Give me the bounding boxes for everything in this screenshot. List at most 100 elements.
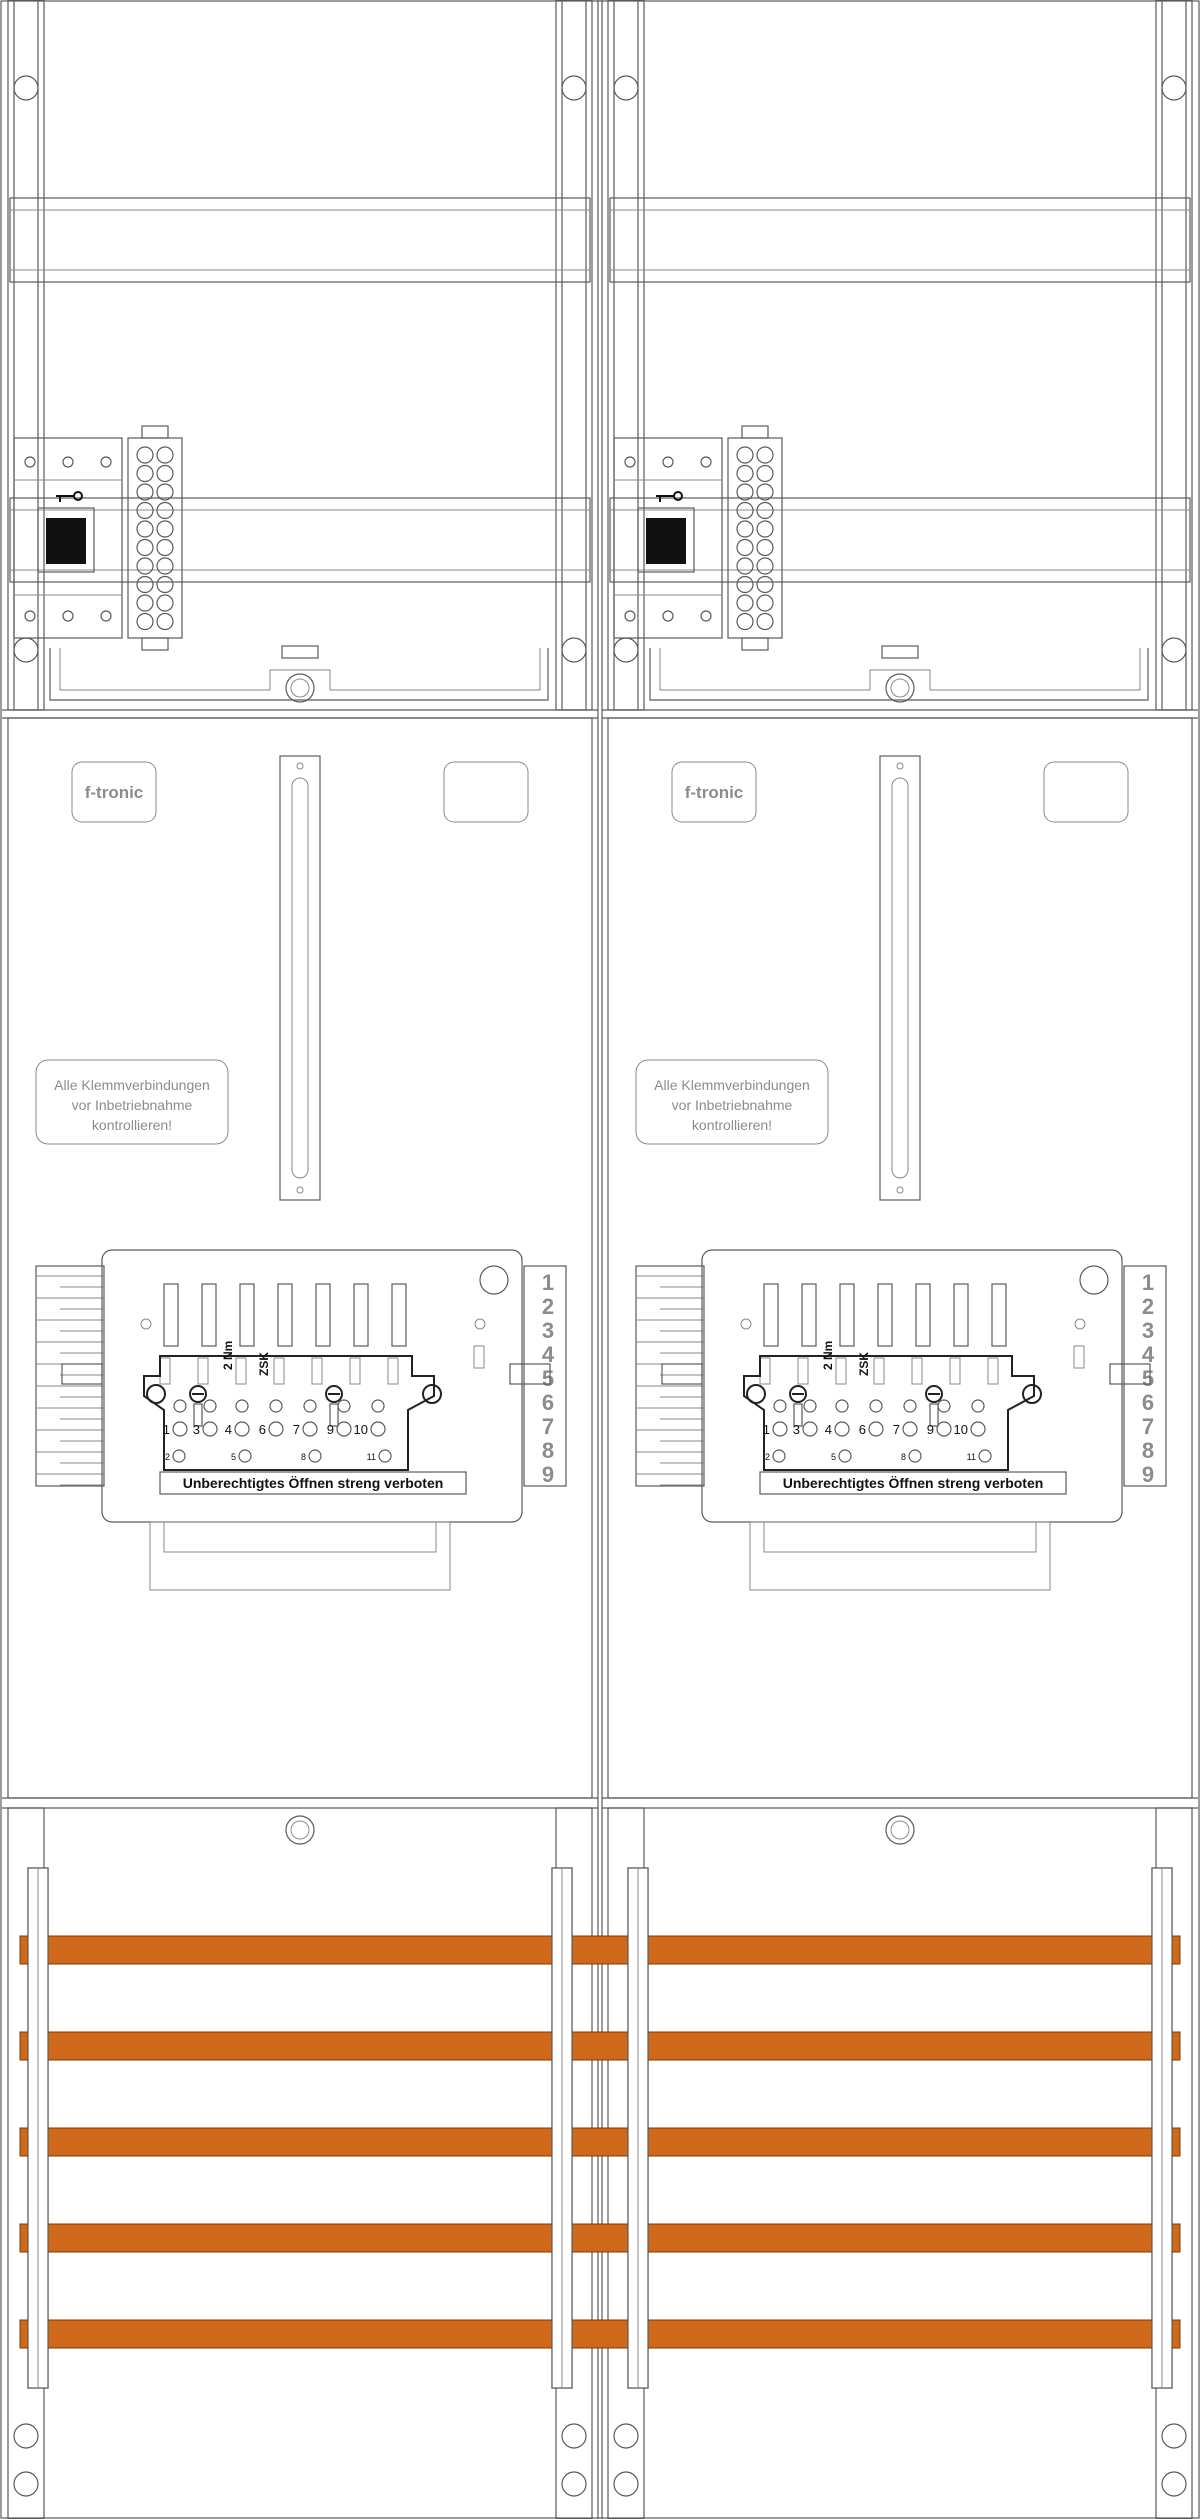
- terminal-hole: [756, 483, 774, 501]
- notice-line-2: vor Inbetriebnahme: [672, 1097, 793, 1113]
- terminal-hole: [756, 538, 774, 557]
- clamp-finger: [277, 1283, 293, 1347]
- terminal-hole: [303, 1399, 317, 1413]
- scale-num-5: 5: [1142, 1366, 1154, 1391]
- switch-handle: [46, 518, 86, 564]
- clamp-slot: [235, 1357, 247, 1385]
- terminal-number: 4: [825, 1422, 832, 1437]
- terminal-number-small: 5: [831, 1452, 836, 1462]
- busbars: [19, 1867, 1181, 2389]
- torque-label: 2 Nm: [221, 1341, 235, 1370]
- clamp-slot: [911, 1357, 923, 1385]
- notice-line-3: kontrollieren!: [92, 1117, 172, 1133]
- terminal-hole: [736, 557, 754, 575]
- terminal-hole: [736, 538, 754, 557]
- clamp-finger: [877, 1283, 893, 1347]
- scale-num-3: 3: [542, 1318, 554, 1343]
- label-window: [443, 761, 529, 823]
- terminal-hole: [802, 1421, 818, 1437]
- scale-num-4: 4: [1142, 1342, 1155, 1367]
- terminal-hole: [838, 1449, 852, 1463]
- terminal-number: 3: [793, 1422, 800, 1437]
- terminal-hole: [868, 1421, 884, 1437]
- terminal-hole: [736, 612, 754, 631]
- terminal-number: 6: [859, 1422, 866, 1437]
- terminal-hole: [156, 612, 174, 631]
- key-icon: [56, 491, 83, 502]
- scale-num-3: 3: [1142, 1318, 1154, 1343]
- terminal-hole: [756, 446, 774, 464]
- terminal-hole: [756, 501, 774, 520]
- scale-num-7: 7: [1142, 1414, 1154, 1439]
- scale-num-7: 7: [542, 1414, 554, 1439]
- terminal-number: 4: [225, 1422, 232, 1437]
- clamp-slot: [349, 1357, 361, 1385]
- scale-num-1: 1: [542, 1270, 554, 1295]
- brand-text: f-tronic: [685, 783, 744, 802]
- scale-num-8: 8: [542, 1438, 554, 1463]
- clamp-slot: [949, 1357, 961, 1385]
- screw-shaft: [193, 1403, 203, 1427]
- clamp-slot: [273, 1357, 285, 1385]
- clamp-slot: [987, 1357, 999, 1385]
- clamp-finger: [391, 1283, 407, 1347]
- terminal-hole: [156, 557, 174, 575]
- clamp-finger: [801, 1283, 817, 1347]
- terminal-hole: [908, 1449, 922, 1463]
- terminal-hole: [736, 446, 754, 464]
- terminal-hole: [902, 1421, 918, 1437]
- terminal-hole: [156, 464, 174, 483]
- clamp-finger: [201, 1283, 217, 1347]
- screw-icon: [789, 1385, 807, 1403]
- left-scale: [35, 1265, 105, 1487]
- terminal-hole: [371, 1399, 385, 1413]
- terminal-hole: [136, 557, 154, 575]
- main-switch: [613, 437, 723, 639]
- din-rail-top: [9, 197, 591, 283]
- warning-label: Unberechtigtes Öffnen streng verboten: [183, 1475, 444, 1491]
- terminal-number: 9: [327, 1422, 334, 1437]
- terminal-hole: [756, 612, 774, 631]
- side-rail-right: [1155, 0, 1193, 711]
- right-scale: 1 2 3 4 5 6 7 8 9: [523, 1265, 567, 1487]
- terminal-hole: [173, 1399, 187, 1413]
- scale-num-9: 9: [542, 1462, 554, 1487]
- clamp-finger: [239, 1283, 255, 1347]
- terminal-hole: [136, 446, 154, 464]
- scale-num-6: 6: [1142, 1390, 1154, 1415]
- terminal-hole: [156, 483, 174, 501]
- terminal-hole: [869, 1399, 883, 1413]
- terminal-hole: [970, 1421, 986, 1437]
- key-icon: [656, 491, 683, 502]
- terminal-hole: [269, 1399, 283, 1413]
- notice-line-1: Alle Klemmverbindungen: [54, 1077, 210, 1093]
- terminal-number-small: 11: [367, 1452, 376, 1462]
- terminal-hole: [936, 1421, 952, 1437]
- terminal-hole: [235, 1399, 249, 1413]
- terminal-hole: [156, 538, 174, 557]
- terminal-hole: [803, 1399, 817, 1413]
- brand-logo: f-tronic: [71, 761, 157, 823]
- clamp-slot: [797, 1357, 809, 1385]
- screw-shaft: [929, 1403, 939, 1427]
- label-window: [1043, 761, 1129, 823]
- scale-num-2: 2: [1142, 1294, 1154, 1319]
- clamp-slot: [387, 1357, 399, 1385]
- terminal-hole: [772, 1449, 786, 1463]
- terminal-number: 10: [954, 1422, 968, 1437]
- terminal-hole: [136, 483, 154, 501]
- terminal-hole: [835, 1399, 849, 1413]
- terminal-hole: [772, 1421, 788, 1437]
- clamp-slot: [159, 1357, 171, 1385]
- terminal-block: [727, 425, 783, 651]
- left-scale: [635, 1265, 705, 1487]
- clamp-slot: [873, 1357, 885, 1385]
- terminal-hole: [302, 1421, 318, 1437]
- terminal-hole: [903, 1399, 917, 1413]
- meter-panel-right: f-tronic Alle Klemmverbindungen vor Inbe…: [602, 0, 1198, 2519]
- terminal-hole: [971, 1399, 985, 1413]
- terminal-hole: [136, 501, 154, 520]
- terminal-hole: [756, 575, 774, 594]
